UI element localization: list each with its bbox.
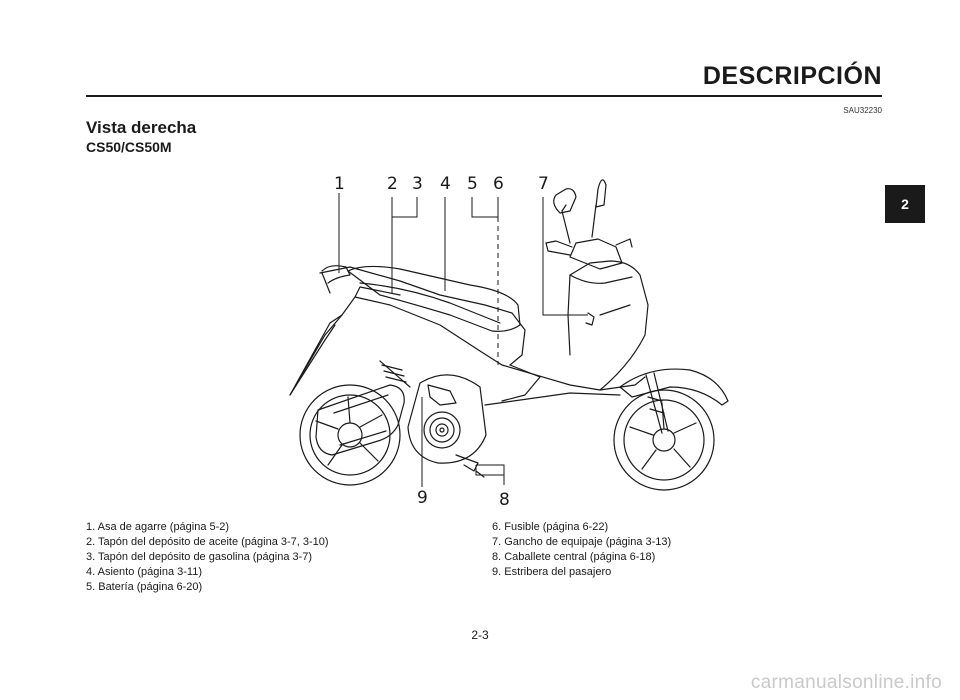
legend-item: 8. Caballete central (página 6-18) xyxy=(492,551,656,563)
watermark: carmanualsonline.info xyxy=(750,672,942,693)
callout-4: 4 xyxy=(440,174,451,194)
legend-right-column: 6. Fusible (página 6-22) 7. Gancho de eq… xyxy=(492,520,671,580)
callout-7: 7 xyxy=(538,174,549,194)
document-code: SAU32230 xyxy=(843,106,882,115)
legend-item: 3. Tapón del depósito de gasolina (págin… xyxy=(86,551,313,563)
callout-9: 9 xyxy=(417,488,428,508)
legend-item: 4. Asiento (página 3-11) xyxy=(86,566,202,578)
legend-item: 1. Asa de agarre (página 5-2) xyxy=(86,521,230,533)
leader-2-3 xyxy=(391,197,418,293)
callout-2: 2 xyxy=(387,174,398,194)
legend-item: 5. Batería (página 6-20) xyxy=(86,581,203,593)
leader-8 xyxy=(475,464,505,485)
header-rule xyxy=(86,95,882,97)
section-title: Vista derecha xyxy=(86,118,197,137)
leader-7 xyxy=(542,197,588,316)
legend-left-column: 1. Asa de agarre (página 5-2) 2. Tapón d… xyxy=(86,520,329,595)
callout-1: 1 xyxy=(334,174,345,194)
model-title: CS50/CS50M xyxy=(86,139,172,155)
leader-5-6 xyxy=(471,197,499,218)
callout-3: 3 xyxy=(412,174,423,194)
callout-6: 6 xyxy=(493,174,504,194)
page-header-title: DESCRIPCIÓN xyxy=(702,62,882,90)
legend-item: 2. Tapón del depósito de aceite (página … xyxy=(86,536,329,548)
page-number: 2-3 xyxy=(471,628,489,642)
scooter-illustration: 1 2 3 4 5 6 7 8 9 xyxy=(289,174,729,510)
callout-leaders xyxy=(338,193,588,487)
legend-item: 9. Estribera del pasajero xyxy=(492,566,612,578)
chapter-tab: 2 xyxy=(885,185,925,223)
legend-item: 7. Gancho de equipaje (página 3-13) xyxy=(492,536,672,548)
callout-8: 8 xyxy=(499,490,510,510)
scooter-drawing xyxy=(289,179,729,491)
legend-item: 6. Fusible (página 6-22) xyxy=(492,521,609,533)
callout-5: 5 xyxy=(467,174,478,194)
chapter-tab-label: 2 xyxy=(901,196,909,212)
